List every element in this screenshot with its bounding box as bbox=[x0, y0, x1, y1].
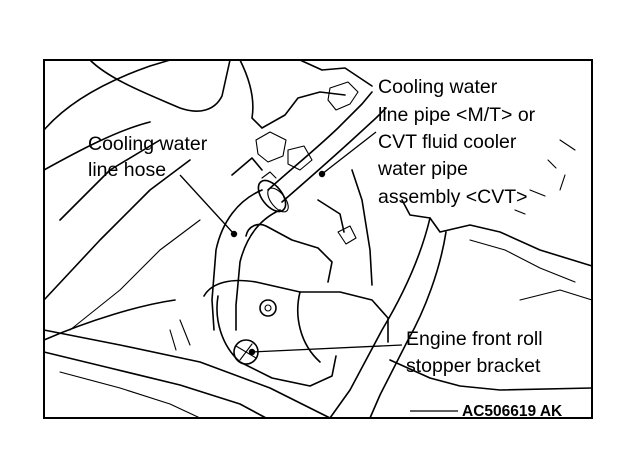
callout-hose-line-1: Cooling water bbox=[88, 133, 208, 155]
callout-pipe-line-4: water pipe bbox=[377, 158, 468, 180]
pointer-dot-pipe bbox=[318, 170, 326, 178]
callout-pipe-line-2: line pipe <M/T> or bbox=[378, 104, 536, 126]
leader-line-hose bbox=[179, 174, 235, 235]
callout-bracket-line-1: Engine front roll bbox=[406, 328, 543, 350]
callout-cooling-water-line-hose: Cooling water line hose bbox=[88, 133, 208, 181]
leader-line-pipe bbox=[321, 131, 377, 175]
callout-pipe-line-5: assembly <CVT> bbox=[378, 186, 528, 208]
pointer-dot-hose bbox=[230, 230, 238, 238]
callout-engine-front-roll-stopper-bracket: Engine front roll stopper bracket bbox=[406, 328, 543, 377]
figure-code: AC506619 AK bbox=[462, 403, 563, 420]
engine-line-art bbox=[43, 59, 593, 419]
leader-line-bracket bbox=[251, 344, 403, 353]
callout-bracket-line-2: stopper bracket bbox=[406, 355, 541, 377]
callout-hose-line-2: line hose bbox=[88, 159, 166, 181]
callout-pipe-line-1: Cooling water bbox=[378, 76, 498, 98]
figure-frame bbox=[43, 59, 593, 419]
pointer-dot-bracket bbox=[248, 348, 256, 356]
callout-pipe-line-3: CVT fluid cooler bbox=[378, 131, 517, 153]
callout-cooling-water-line-pipe: Cooling water line pipe <M/T> or CVT flu… bbox=[377, 76, 536, 208]
leader-lines bbox=[179, 131, 458, 412]
